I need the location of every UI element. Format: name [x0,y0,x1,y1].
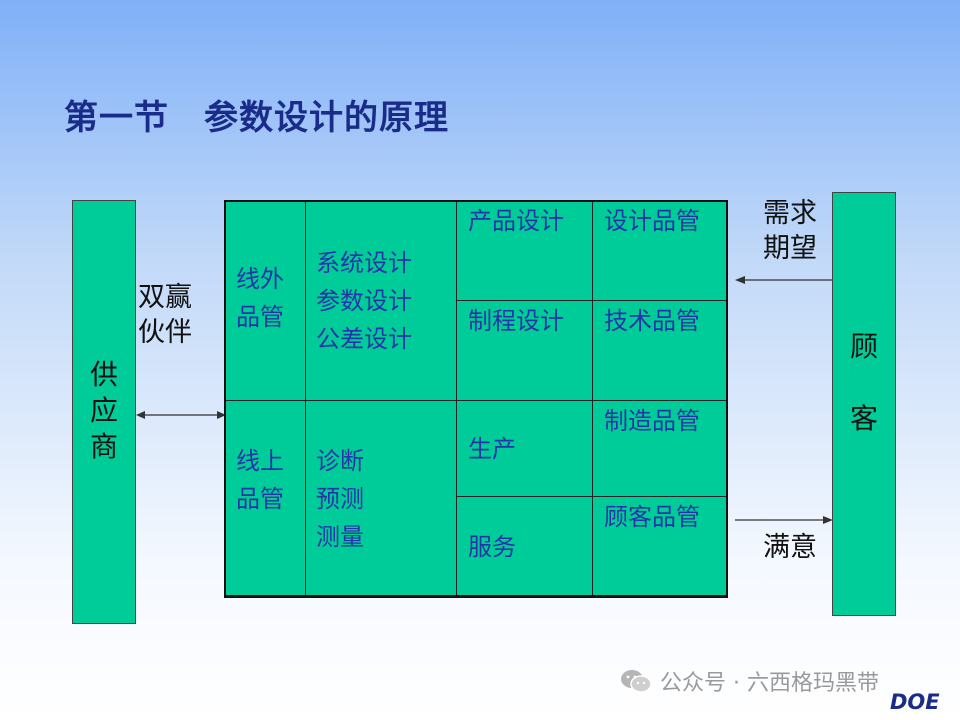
partner-label: 双赢 伙伴 [138,282,192,348]
manufacturing-qc: 制造品管 [604,407,700,435]
customer-box: 顾 客 [832,192,896,616]
bidirectional-arrow [136,411,226,419]
online-items: 诊断 预测 测量 [316,447,364,551]
satisfaction-arrow [735,516,833,524]
product-design: 产品设计 [468,207,564,235]
divider [456,300,726,301]
online-qc-label: 线上 品管 [236,447,284,513]
service: 服务 [468,533,516,561]
doe-watermark: DOE [890,690,940,714]
divider [226,400,726,401]
production: 生产 [468,435,516,463]
quality-matrix: 线外 品管 系统设计 参数设计 公差设计 产品设计 设计品管 制程设计 技术品管… [224,200,728,598]
customer-qc: 顾客品管 [604,503,700,531]
satisfaction-label: 满意 [763,532,817,563]
divider [456,202,457,595]
supplier-label: 供 应 商 [89,358,118,463]
demand-label: 需求 期望 [763,198,817,264]
footer: 公众号 · 六西格玛黑带 [620,665,879,697]
offline-qc-label: 线外 品管 [236,265,284,331]
wechat-icon [621,670,652,693]
technical-qc: 技术品管 [604,307,700,335]
divider [305,202,306,595]
page-title: 第一节 参数设计的原理 [64,98,449,138]
demand-arrow [735,276,835,284]
divider [592,202,593,595]
customer-label: 顾 客 [849,330,878,435]
divider [456,496,726,497]
offline-items: 系统设计 参数设计 公差设计 [316,249,412,353]
supplier-box: 供 应 商 [72,200,136,624]
design-qc: 设计品管 [604,207,700,235]
process-design: 制程设计 [468,307,564,335]
footer-text: 公众号 · 六西格玛黑带 [660,671,879,696]
